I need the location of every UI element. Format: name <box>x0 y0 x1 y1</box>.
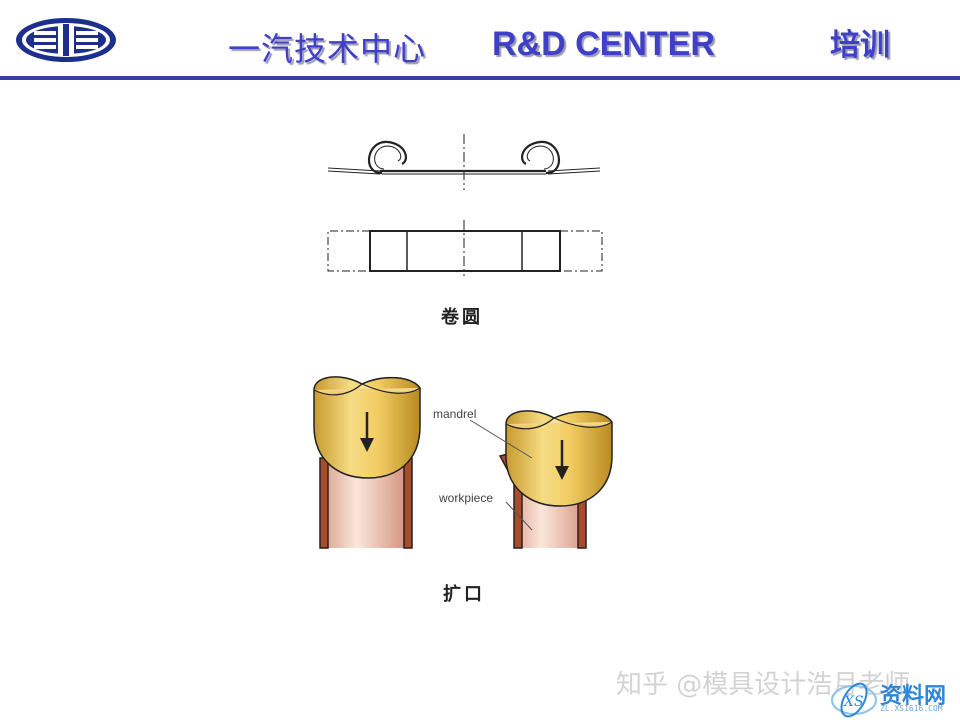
slide-header: 一汽技术中心 R&D CENTER 培训 <box>0 0 960 80</box>
brand-url: ZL.XS1616.COM <box>880 704 943 713</box>
workpiece-label: workpiece <box>438 491 493 505</box>
header-title-cn: 一汽技术中心 <box>228 30 427 68</box>
mandrel-after <box>505 410 613 507</box>
header-tag: 培训 <box>830 28 890 63</box>
flaring-caption: 扩口 <box>443 584 485 605</box>
curling-caption: 卷圆 <box>441 307 483 328</box>
watermark-text: 知乎 @模具设计浩月老师 <box>616 670 911 700</box>
curl-plan-view <box>327 230 603 272</box>
faw-logo <box>16 18 116 62</box>
workpiece-leader <box>505 501 533 531</box>
mandrel-label: mandrel <box>433 407 476 421</box>
flaring-illustration: mandrel workpiece <box>313 376 613 549</box>
svg-text:XS: XS <box>843 694 864 710</box>
header-title-en: R&D CENTER <box>492 25 715 63</box>
brand-name: 资料网 <box>880 684 947 709</box>
curling-drawing <box>327 134 603 276</box>
header-divider <box>0 76 960 80</box>
mandrel-before <box>313 376 421 479</box>
mandrel-leader <box>469 419 533 459</box>
curl-profile <box>327 140 601 175</box>
brand-logo-icon: XS <box>831 682 877 718</box>
